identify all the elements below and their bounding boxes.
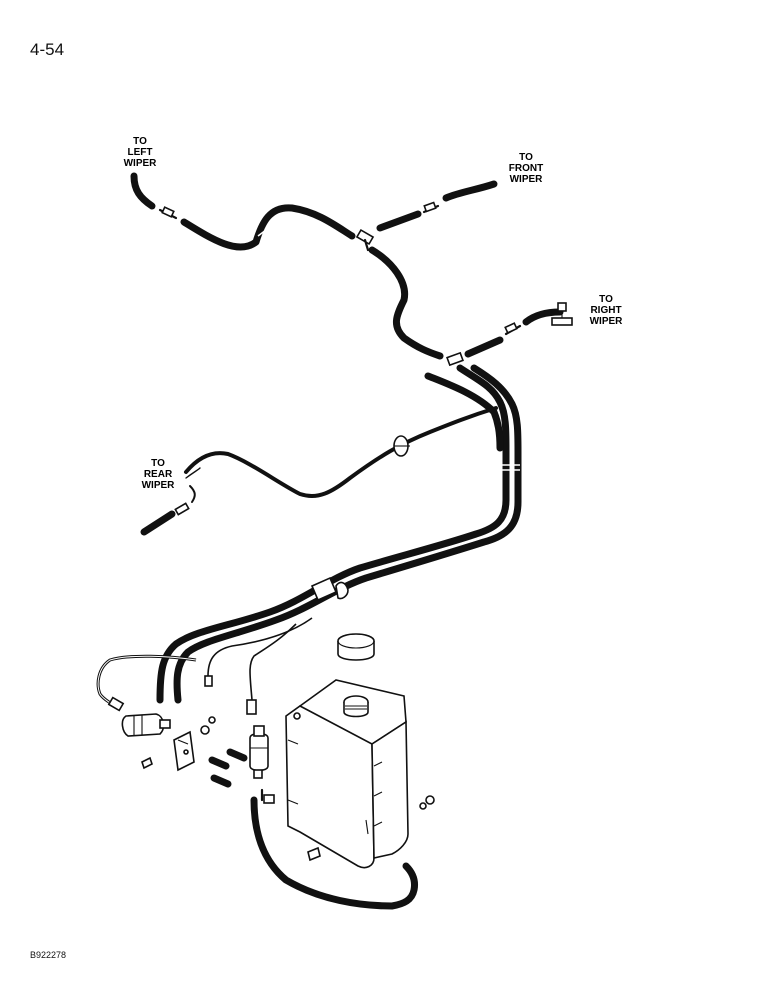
svg-text:TO: TO [519, 152, 533, 163]
wire-24 [204, 617, 313, 715]
svg-text:LEFT: LEFT [128, 147, 153, 158]
svg-text:TO: TO [133, 136, 147, 147]
connector-24 [246, 699, 257, 715]
svg-text:TO: TO [599, 294, 613, 305]
hose-12-joint [257, 229, 267, 237]
hose-19-left [130, 172, 156, 210]
page-number: 4-54 [30, 40, 65, 59]
coupler-21-right-body [504, 322, 518, 334]
hose-11-upper [376, 210, 422, 232]
label-to-front-wiper: TO FRONT WIPER [509, 152, 543, 185]
hose-bundle-main [156, 364, 522, 704]
coupler-21-rear [174, 502, 190, 516]
svg-text:FRONT: FRONT [509, 163, 543, 174]
clip-22-right [551, 302, 573, 326]
hose-10 [368, 246, 444, 360]
tee-20-upper [355, 228, 375, 252]
reservoir-1 [285, 679, 409, 869]
wire-left-pump [96, 654, 197, 712]
svg-text:RIGHT: RIGHT [590, 305, 621, 316]
pump-3-left [121, 713, 171, 737]
hose-8-coupler [263, 794, 275, 804]
bracket-4 [173, 730, 195, 772]
tee-20-lower [446, 351, 464, 367]
svg-text:WIPER: WIPER [510, 174, 544, 185]
nut-7-washer-6-left [200, 716, 216, 735]
svg-text:WIPER: WIPER [590, 316, 624, 327]
hose-8-short [208, 748, 248, 788]
cap-2 [337, 633, 375, 661]
screw-5-right [307, 846, 321, 862]
hose-12 [180, 204, 356, 251]
svg-text:WIPER: WIPER [124, 158, 158, 169]
hose-11-lower [464, 336, 504, 358]
coupler-21-left-body [161, 206, 175, 218]
hose-group-upper [130, 172, 573, 367]
hose-19-front [442, 180, 498, 202]
pump-3-right [249, 725, 269, 779]
label-to-left-wiper: TO LEFT WIPER [124, 136, 158, 169]
clip-23-center [393, 435, 410, 457]
label-to-rear-wiper: TO REAR WIPER [142, 458, 176, 491]
hose-19-rear [140, 510, 176, 536]
screw-5-left [141, 756, 153, 770]
svg-text:REAR: REAR [144, 469, 173, 480]
hose-8-long [250, 796, 418, 910]
svg-text:WIPER: WIPER [142, 480, 176, 491]
hose-19-right [522, 308, 564, 326]
label-to-right-wiper: TO RIGHT WIPER [590, 294, 624, 327]
nut-7-washer-6-right [419, 795, 435, 810]
hose-13-rear [140, 406, 498, 536]
clip-22-lower [310, 576, 349, 602]
figure-id: B922278 [30, 950, 67, 960]
svg-text:TO: TO [151, 458, 165, 469]
coupler-21-front-body [423, 201, 437, 213]
